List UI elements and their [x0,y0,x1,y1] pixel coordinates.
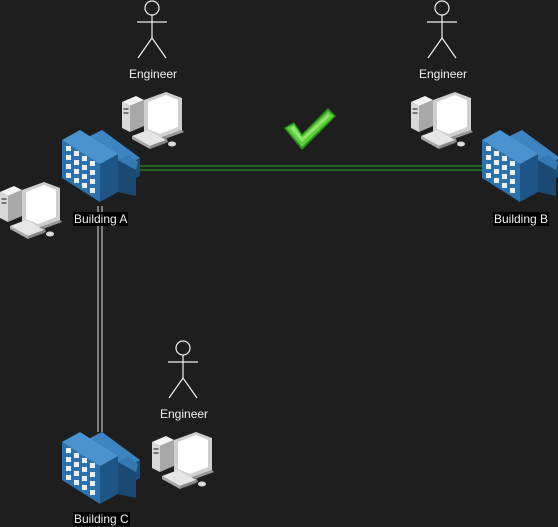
engineer-label: Engineer [160,407,209,421]
engineer-label: Engineer [419,67,468,81]
building-icon [62,130,140,202]
engineer-label: Engineer [129,67,178,81]
link-a-c [97,206,103,432]
desktop-computer-icon [152,432,214,489]
link-a-b [136,165,484,171]
building-icon [62,432,140,504]
building-a-label: Building A [73,212,129,226]
desktop-computer-icon [411,92,473,149]
person-icon [136,0,168,59]
desktop-computer-icon [0,182,62,239]
building-b-label: Building B [493,212,550,226]
checkmark-icon [284,108,336,150]
person-icon [426,0,458,59]
building-icon [482,130,558,202]
desktop-computer-icon [122,92,184,149]
person-icon [167,340,199,399]
building-c-label: Building C [73,512,130,526]
